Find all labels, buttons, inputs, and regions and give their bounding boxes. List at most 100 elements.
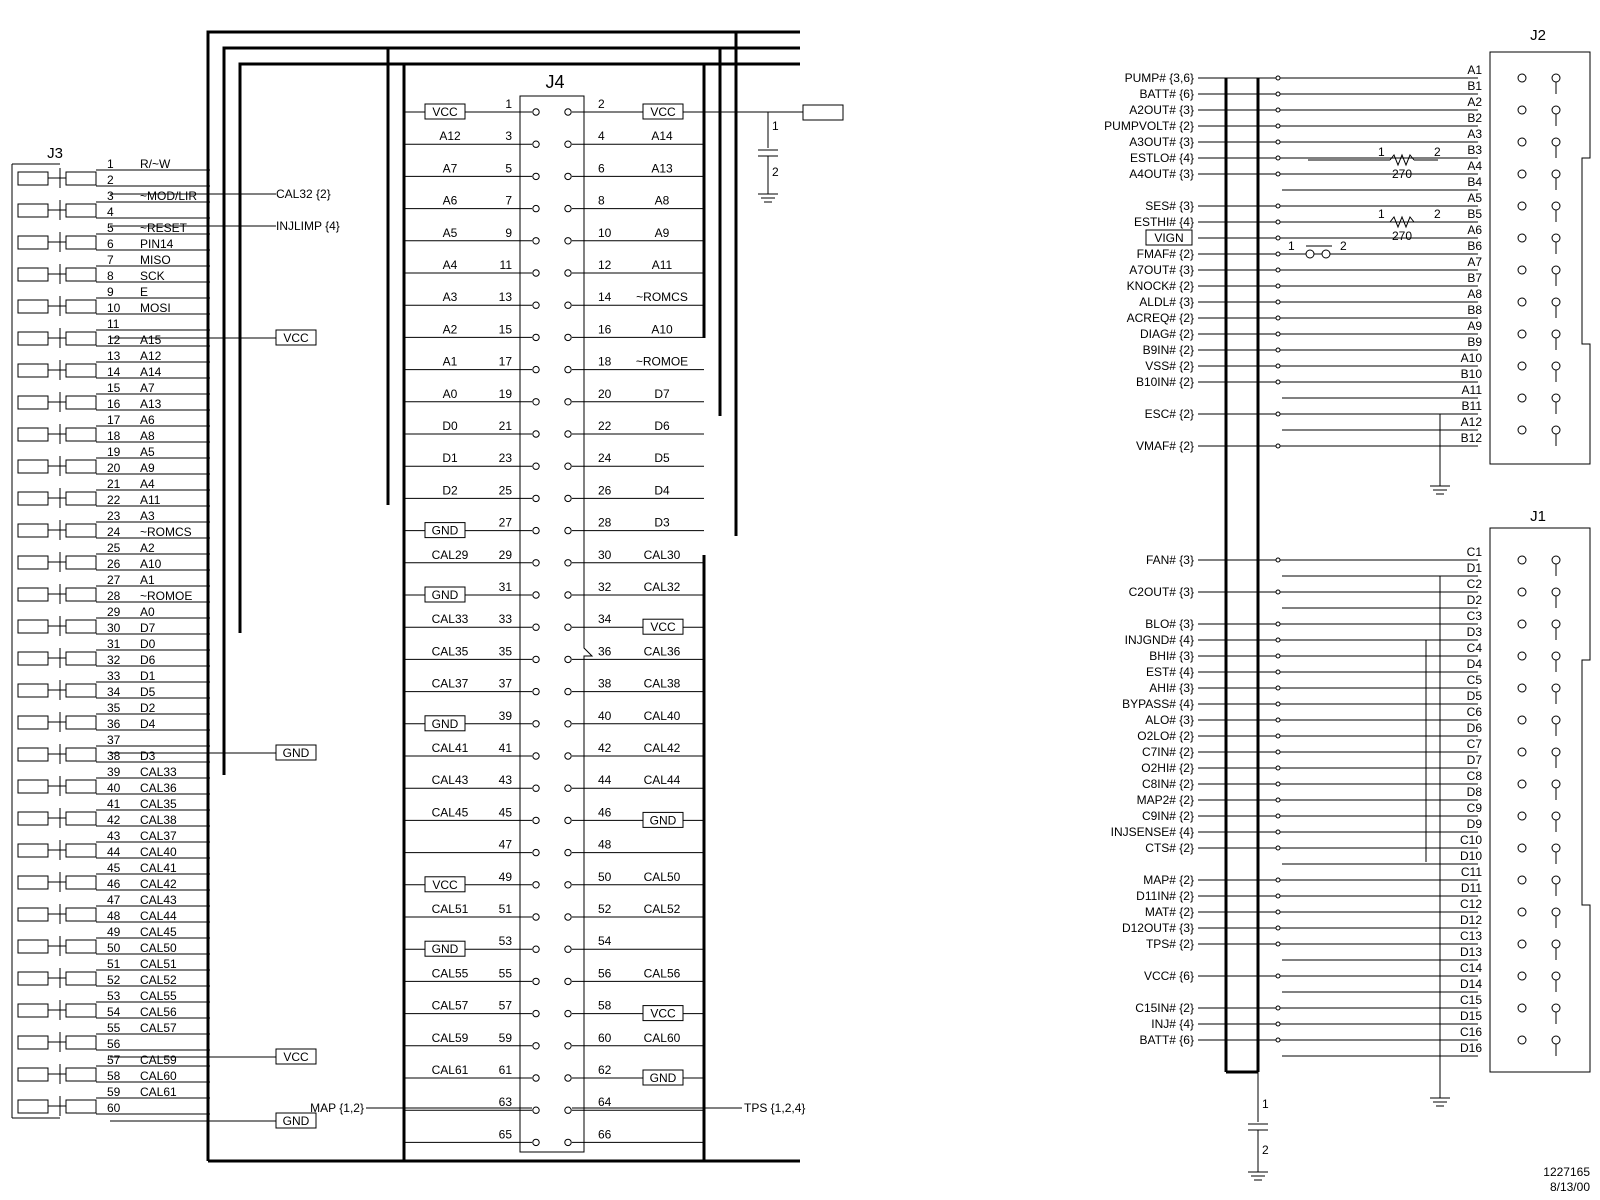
j3-contact-b: [65, 555, 97, 570]
j4-left-pin-number: 43: [499, 773, 513, 787]
j2-pin-contact: [1517, 169, 1527, 179]
j1-pin-label: C7: [1467, 737, 1483, 751]
j3-contact-a: [17, 939, 49, 954]
j2-junction: [1275, 235, 1281, 241]
j1-signal-label: BYPASS# {4}: [1122, 697, 1194, 711]
j3-contact-b: [65, 843, 97, 858]
j4-right-net-box: [642, 811, 684, 828]
j4-left-net-box: [424, 876, 466, 893]
j2-pin-contact: [1551, 425, 1561, 435]
j2-junction: [1275, 251, 1281, 257]
j4-right-signal: CAL42: [644, 741, 681, 755]
j3-pin-number: 9: [107, 285, 114, 299]
j2-signal-label: A7OUT# {3}: [1129, 263, 1194, 277]
j4-left-signal: CAL61: [432, 1063, 469, 1077]
j2-signal-label: VIGN: [1154, 231, 1183, 245]
j1-junction: [1275, 749, 1281, 755]
j3-pin-number: 41: [107, 797, 121, 811]
j2-junction: [1275, 411, 1281, 417]
j2-junction: [1275, 171, 1281, 177]
j3-pin-number: 38: [107, 749, 121, 763]
j4-left-pin-number: 15: [499, 322, 513, 336]
j2-junction: [1275, 315, 1281, 321]
j4-left-pin-number: 19: [499, 387, 513, 401]
j3-pin-label: A7: [140, 381, 155, 395]
j1-pin-label: D5: [1467, 689, 1483, 703]
j3-title: J3: [47, 145, 63, 162]
j1-pin-contact: [1517, 1035, 1527, 1045]
j3-pin-number: 45: [107, 861, 121, 875]
j3-contact-a: [17, 907, 49, 922]
j2-resistor2-pin2: 2: [1434, 207, 1441, 221]
j3-contact-a: [17, 299, 49, 314]
j3-pin-number: 43: [107, 829, 121, 843]
j3-pin-number: 47: [107, 893, 121, 907]
j4-pin-left: [532, 559, 540, 567]
j2-pin-label: B2: [1467, 111, 1482, 125]
j3-pin-label: CAL51: [140, 957, 177, 971]
j1-pin-label: C6: [1467, 705, 1483, 719]
j3-pin-number: 34: [107, 685, 121, 699]
j3-pin-label: A2: [140, 541, 155, 555]
j4-pin-right: [564, 526, 572, 535]
j4-right-net-box: [642, 103, 684, 120]
j4-pin-right: [564, 687, 572, 696]
j4-right-signal: CAL50: [644, 870, 681, 884]
j1-signal-label: BHI# {3}: [1149, 649, 1194, 663]
j3-pin-label: D7: [140, 621, 156, 635]
j2-pin-label: B6: [1467, 239, 1482, 253]
j3-pin-number: 39: [107, 765, 121, 779]
j4-right-pin-number: 48: [598, 838, 612, 852]
j3-pin-number: 17: [107, 413, 121, 427]
j3-pin-label: CAL57: [140, 1021, 177, 1035]
j3-pin-number: 56: [107, 1037, 121, 1051]
bus-lines: [11, 30, 1591, 1163]
j4-cap-pin1: 1: [772, 119, 779, 133]
j3-contact-a: [17, 587, 49, 602]
j4-left-pin-number: 9: [505, 226, 512, 240]
j4-right-signal: D6: [654, 419, 670, 433]
j2-pin-label: B7: [1467, 271, 1482, 285]
j1-junction: [1275, 845, 1281, 851]
j1-pin-label: D14: [1460, 977, 1482, 991]
j3-pin-label: D0: [140, 637, 156, 651]
j1-junction: [1275, 925, 1281, 931]
j1-pin-contact: [1551, 843, 1561, 853]
j2-junction: [1275, 283, 1281, 289]
j3-contact-b: [65, 1099, 97, 1114]
j1-junction: [1275, 1005, 1281, 1011]
j1-pin-label: C10: [1460, 833, 1482, 847]
j2-resistor1-value: 270: [1392, 167, 1412, 181]
j3-pin-label: A1: [140, 573, 155, 587]
j3-contact-b: [65, 587, 97, 602]
j4-left-pin-number: 21: [499, 419, 513, 433]
j4-left-pin-number: 23: [499, 451, 513, 465]
j4-left-signal: A3: [443, 290, 458, 304]
j3-pin-label: CAL40: [140, 845, 177, 859]
j1-pin-label: D12: [1460, 913, 1482, 927]
j1-signal-label: INJGND# {4}: [1125, 633, 1194, 647]
j4-left-pin-number: 49: [499, 870, 513, 884]
j4-right-signal: A13: [651, 161, 673, 175]
j4-left-signal: CAL29: [432, 548, 469, 562]
j1-pin-label: C3: [1467, 609, 1483, 623]
j3-pin-number: 46: [107, 877, 121, 891]
j2-pin-label: B1: [1467, 79, 1482, 93]
j2-resistor1-pin1: 1: [1378, 145, 1385, 159]
j4-pin-left: [532, 1106, 540, 1114]
j4-pin-right: [564, 108, 572, 116]
j2-switch-pin2: 2: [1340, 239, 1347, 253]
j3-contact-b: [65, 875, 97, 890]
j4-left-signal: A4: [443, 258, 458, 272]
j1-pin-contact: [1517, 747, 1527, 757]
j1-pin-contact: [1551, 587, 1561, 597]
j1-junction: [1275, 877, 1281, 883]
j3-contact-b: [65, 491, 97, 506]
j4-pin-left: [532, 172, 540, 181]
j3-pin-label: ~RESET: [140, 221, 188, 235]
j1-pin-contact: [1517, 939, 1527, 949]
j1-pin-label: C11: [1461, 865, 1482, 879]
j2-junction: [1275, 267, 1281, 273]
j1-junction: [1275, 765, 1281, 771]
j4-left-pin-number: 31: [499, 580, 513, 594]
